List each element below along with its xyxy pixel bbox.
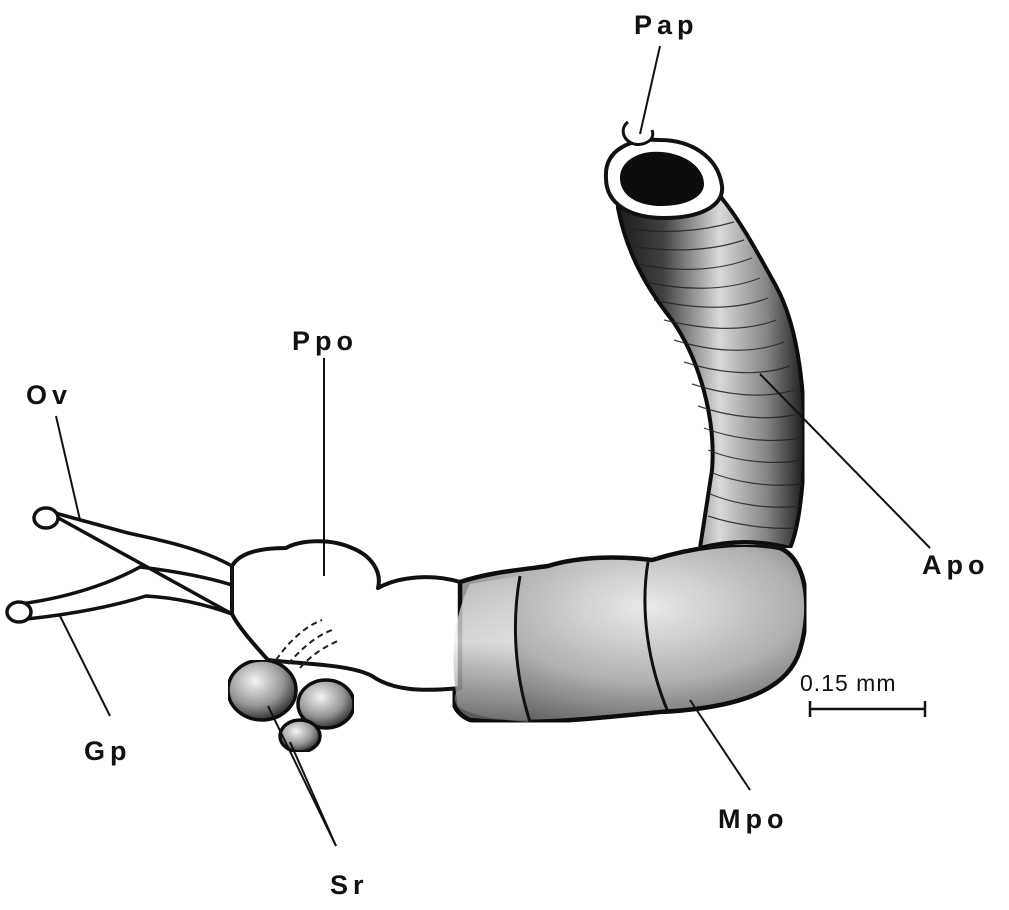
ov-leader <box>56 416 80 520</box>
gonopore-opening <box>7 602 31 622</box>
mpo-leader <box>690 700 750 790</box>
label-sr: Sr <box>330 872 369 899</box>
seminal-receptacles <box>228 660 354 752</box>
label-pap: Pap <box>634 12 699 39</box>
ducts <box>7 508 232 622</box>
label-mpo: Mpo <box>718 806 788 833</box>
scale-bar-label: 0.15 mm <box>800 672 896 695</box>
gp-leader <box>60 616 110 716</box>
scale-bar <box>810 701 925 717</box>
label-ppo: Ppo <box>292 328 358 355</box>
label-ov: Ov <box>26 382 72 409</box>
oviduct-opening <box>34 508 58 528</box>
sr-leader-2 <box>290 742 336 846</box>
apo-region <box>616 196 804 548</box>
pap-leader <box>640 46 660 134</box>
label-gp: Gp <box>84 738 132 765</box>
label-apo: Apo <box>922 552 989 579</box>
papilla <box>606 122 722 218</box>
